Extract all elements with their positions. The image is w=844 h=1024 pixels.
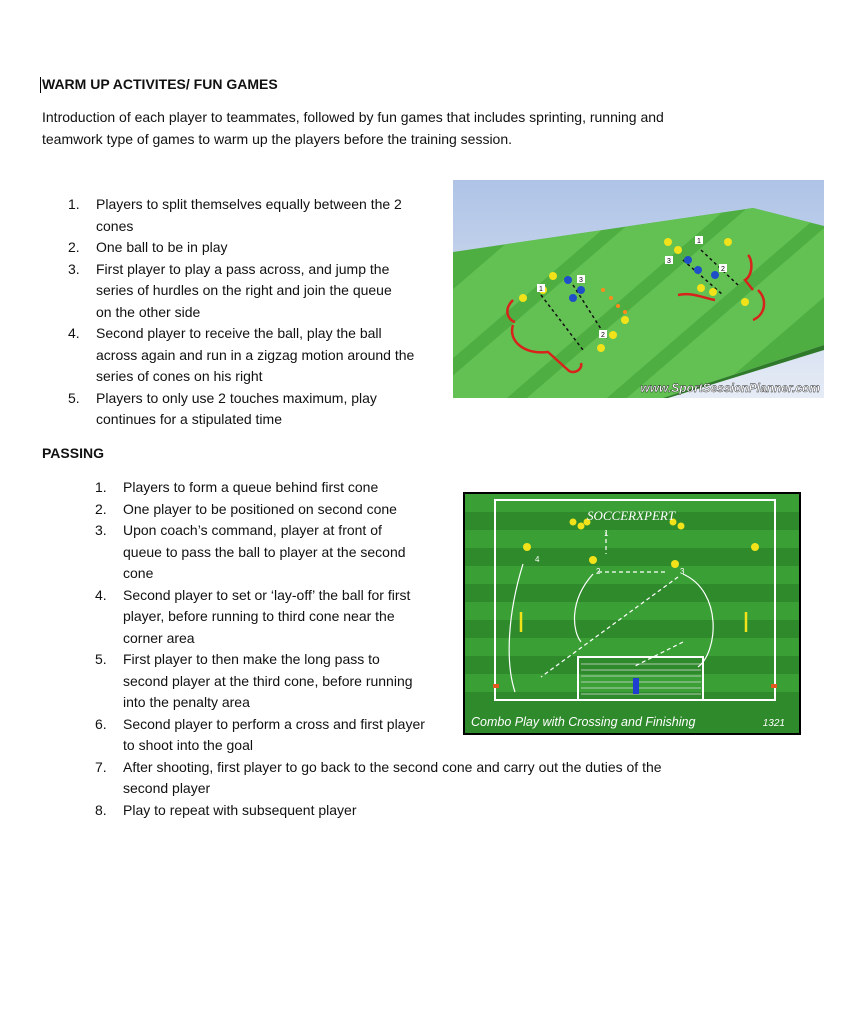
- diagram-caption: Combo Play with Crossing and Finishing: [471, 715, 695, 729]
- list-item-number: 1.: [95, 479, 107, 495]
- passing-pitch-svg: 1 2 3 4 SOCCERXPERT Combo Play with Cros…: [465, 494, 799, 733]
- list-item-line: series of cones on his right: [96, 368, 263, 384]
- diagram1-label-3b: 3: [667, 258, 671, 265]
- list-item-line: into the penalty area: [123, 694, 250, 710]
- list-item: 3. Upon coach’s command, player at front…: [95, 520, 743, 585]
- list-item-number: 4.: [68, 325, 80, 341]
- list-item-line: Play to repeat with subsequent player: [123, 801, 357, 818]
- list-item-line: One player to be positioned on second co…: [123, 500, 397, 517]
- list-item-line: First player to then make the long pass …: [123, 651, 380, 667]
- list-item-line: Players to only use 2 touches maximum, p…: [96, 389, 377, 406]
- list-item-number: 4.: [95, 586, 107, 603]
- list-item: 4. Second player to receive the ball, pla…: [68, 323, 456, 388]
- list-item-line: Second player to receive the ball, play …: [96, 325, 382, 341]
- list-item-number: 3.: [68, 260, 80, 277]
- list-item-line: across again and run in a zigzag motion …: [96, 346, 415, 363]
- list-item: 4. Second player to set or ‘lay-off’ the …: [95, 585, 743, 650]
- intro-line-2: teamwork type of games to warm up the pl…: [42, 130, 513, 147]
- list-item-line: queue to pass the ball to player at the …: [123, 543, 406, 560]
- list-item-line: Second player to perform a cross and fir…: [123, 715, 425, 732]
- list-item-line: second player: [123, 780, 211, 796]
- warmup-steps-list: 1. Players to split themselves equally be…: [68, 194, 456, 431]
- list-item-line: second player at the third cone, before …: [123, 672, 413, 689]
- intro-line-1: Introduction of each player to teammates…: [42, 109, 664, 125]
- list-item: 3. First player to play a pass across, an…: [68, 259, 456, 324]
- diagram1-label-1b: 1: [697, 238, 701, 245]
- right-drill-group: [664, 238, 766, 322]
- diagram1-label-1a: 1: [539, 286, 543, 293]
- list-item-line: series of hurdles on the right and join …: [96, 282, 392, 298]
- section-heading-warmup: WARM UP ACTIVITES/ FUN GAMES: [40, 76, 278, 93]
- list-item: 6. Second player to perform a cross and f…: [95, 714, 743, 757]
- list-item-number: 2.: [95, 500, 107, 517]
- list-item-line: First player to play a pass across, and …: [96, 260, 390, 277]
- list-item-number: 6.: [95, 715, 107, 732]
- diagram-watermark: www.SportSessionPlanner.com: [640, 381, 820, 395]
- warmup-drill-diagram: 1 2 3 1 2 3 www.SportSessionPlanner.com: [453, 180, 824, 398]
- passing-drill-diagram: 1 2 3 4 SOCCERXPERT Combo Play with Cros…: [463, 492, 801, 735]
- diagram1-label-2a: 2: [601, 332, 605, 339]
- list-item-number: 3.: [95, 522, 107, 538]
- warmup-pitch-svg: 1 2 3 1 2 3 www.SportSessionPlanner.com: [453, 180, 824, 398]
- section-heading-passing: PASSING: [42, 445, 104, 461]
- list-item-number: 2.: [68, 239, 80, 255]
- list-item-line: After shooting, first player to go back …: [123, 758, 662, 775]
- list-item-number: 7.: [95, 758, 107, 775]
- list-item: 1. Players to form a queue behind first c…: [95, 477, 743, 499]
- list-item-line: on the other side: [96, 303, 201, 320]
- diagram1-label-3a: 3: [579, 277, 583, 284]
- list-item-line: cones: [96, 217, 134, 234]
- diagram-code: 1321: [763, 718, 785, 729]
- soccerxpert-logo: SOCCERXPERT: [587, 508, 676, 523]
- list-item-number: 5.: [95, 651, 107, 667]
- list-item: 2. One ball to be in play: [68, 237, 456, 259]
- diagram2-label-2: 2: [596, 567, 601, 576]
- list-item-line: cone: [123, 565, 154, 581]
- diagram2-label-1: 1: [604, 529, 609, 538]
- list-item: 2. One player to be positioned on second …: [95, 499, 743, 521]
- left-drill-group: [506, 272, 629, 374]
- diagram2-label-3: 3: [680, 567, 685, 576]
- list-item: 8. Play to repeat with subsequent player: [95, 800, 743, 822]
- list-item-line: player, before running to third cone nea…: [123, 608, 395, 624]
- list-item-number: 5.: [68, 389, 80, 406]
- list-item: 5. First player to then make the long pas…: [95, 649, 743, 714]
- list-item: 5. Players to only use 2 touches maximum,…: [68, 388, 456, 431]
- list-item: 1. Players to split themselves equally be…: [68, 194, 456, 237]
- diagram1-label-2b: 2: [721, 266, 725, 273]
- list-item-line: Upon coach’s command, player at front of: [123, 522, 382, 538]
- list-item-line: One ball to be in play: [96, 239, 228, 255]
- warmup-intro: Introduction of each player to teammates…: [42, 107, 802, 150]
- list-item-line: Players to split themselves equally betw…: [96, 196, 402, 212]
- list-item-line: Players to form a queue behind first con…: [123, 479, 379, 495]
- list-item-line: to shoot into the goal: [123, 737, 253, 753]
- passing-steps-list: 1. Players to form a queue behind first c…: [95, 477, 743, 822]
- list-item: 7. After shooting, first player to go bac…: [95, 757, 743, 800]
- diagram2-label-4: 4: [535, 555, 540, 564]
- text-cursor: [40, 77, 41, 93]
- list-item-line: corner area: [123, 629, 195, 646]
- list-item-line: continues for a stipulated time: [96, 411, 282, 427]
- list-item-number: 1.: [68, 196, 80, 212]
- list-item-line: Second player to set or ‘lay-off’ the ba…: [123, 586, 411, 603]
- list-item-number: 8.: [95, 801, 107, 818]
